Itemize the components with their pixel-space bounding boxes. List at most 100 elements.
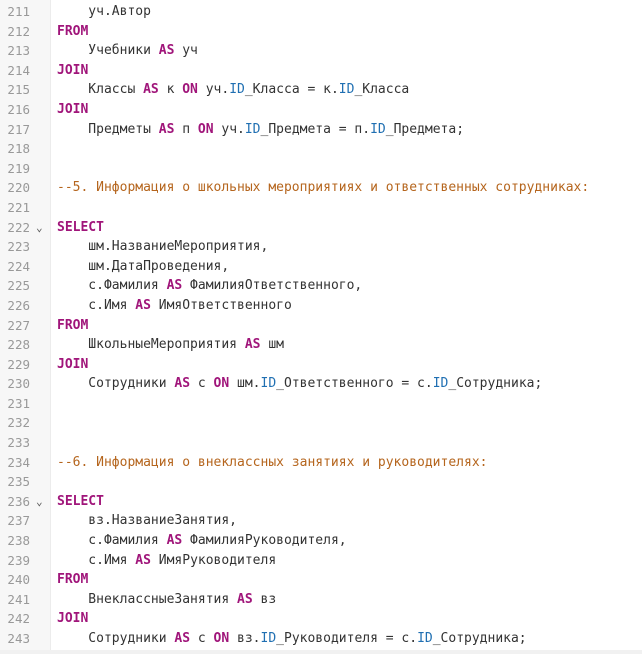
line-number: 233: [7, 435, 30, 451]
code-line[interactable]: 220--5. Информация о школьных мероприяти…: [0, 178, 642, 198]
line-number: 239: [7, 552, 30, 568]
sql-comment: --5. Информация о школьных мероприятиях …: [57, 180, 590, 196]
sql-text: уч.Автор: [57, 4, 151, 19]
sql-keyword: JOIN: [57, 356, 89, 372]
sql-keyword: AS: [166, 278, 183, 294]
sql-keyword: ON: [197, 121, 214, 137]
code-line[interactable]: 215 Классы AS к ON уч.ID_Класса = к.ID_К…: [0, 80, 642, 100]
line-number: 212: [7, 23, 30, 39]
sql-text: _Класса: [354, 82, 410, 98]
sql-text: уч.: [197, 82, 230, 98]
sql-text: шм.: [229, 376, 261, 392]
code-line[interactable]: 237 вз.НазваниеЗанятия,: [0, 511, 642, 531]
code-line[interactable]: 227 FROM: [0, 316, 642, 336]
sql-text: шм.НазваниеМероприятия,: [57, 239, 269, 255]
sql-text: с.Фамилия: [57, 533, 167, 549]
line-number: 219: [7, 160, 30, 176]
line-number: 227: [7, 317, 30, 333]
code-line[interactable]: 219: [0, 159, 642, 179]
code-text: Сотрудники AS с ON вз.ID_Руководителя = …: [57, 629, 526, 649]
line-number: 242: [7, 611, 30, 627]
code-line[interactable]: 232: [0, 413, 642, 433]
sql-text: уч: [174, 43, 198, 59]
code-text: FROM: [57, 570, 88, 590]
sql-keyword: AS: [166, 533, 183, 549]
code-line[interactable]: 218: [0, 139, 642, 159]
code-text: ВнеклассныеЗанятия AS вз: [57, 590, 276, 610]
code-line[interactable]: 223 шм.НазваниеМероприятия,: [0, 237, 642, 257]
horizontal-scrollbar[interactable]: [0, 650, 642, 654]
code-line[interactable]: 239 с.Имя AS ИмяРуководителя: [0, 551, 642, 571]
fold-chevron-icon[interactable]: ⌄: [36, 494, 43, 508]
code-line[interactable]: 241 ВнеклассныеЗанятия AS вз: [0, 590, 642, 610]
sql-text: Сотрудники: [57, 631, 175, 646]
sql-text: с.Имя: [57, 552, 136, 568]
code-line[interactable]: 216 JOIN: [0, 100, 642, 120]
code-line[interactable]: 225 с.Фамилия AS ФамилияОтветственного,: [0, 276, 642, 296]
line-number: 217: [7, 121, 30, 137]
sql-text: п: [174, 121, 198, 137]
sql-keyword: FROM: [57, 317, 89, 333]
code-line[interactable]: 211 уч.Автор: [0, 2, 642, 22]
line-number: 236: [7, 493, 30, 509]
sql-text: вз.НазваниеЗанятия,: [57, 513, 238, 529]
line-number: 235: [7, 474, 30, 490]
sql-text: ИмяОтветственного: [150, 297, 292, 313]
sql-text: с.Имя: [57, 297, 136, 313]
code-line[interactable]: 212 FROM: [0, 22, 642, 42]
sql-identifier: ID: [338, 82, 355, 98]
sql-text: _Сотрудника;: [448, 376, 543, 392]
code-line[interactable]: 230 Сотрудники AS с ON шм.ID_Ответственн…: [0, 374, 642, 394]
line-number: 232: [7, 415, 30, 431]
code-line[interactable]: 231: [0, 394, 642, 414]
code-line[interactable]: 224 шм.ДатаПроведения,: [0, 257, 642, 277]
fold-chevron-icon[interactable]: ⌄: [36, 220, 43, 234]
line-number: 213: [7, 43, 30, 59]
line-number: 241: [7, 591, 30, 607]
code-text: JOIN: [57, 609, 88, 629]
sql-keyword: JOIN: [57, 101, 89, 117]
sql-text: Сотрудники: [57, 376, 175, 392]
code-line[interactable]: 234--6. Информация о внеклассных занятия…: [0, 453, 642, 473]
sql-identifier: ID: [432, 376, 449, 392]
sql-identifier: ID: [417, 631, 433, 646]
line-number: 228: [7, 337, 30, 353]
code-text: --5. Информация о школьных мероприятиях …: [57, 178, 589, 198]
code-line[interactable]: 242 JOIN: [0, 609, 642, 629]
code-line[interactable]: 235: [0, 472, 642, 492]
code-line[interactable]: 222⌄SELECT: [0, 218, 642, 238]
code-line[interactable]: 221: [0, 198, 642, 218]
code-text: FROM: [57, 316, 88, 336]
code-line[interactable]: 233: [0, 433, 642, 453]
code-line[interactable]: 236⌄SELECT: [0, 492, 642, 512]
sql-keyword: AS: [174, 376, 191, 392]
code-text: FROM: [57, 22, 88, 42]
code-line[interactable]: 243 Сотрудники AS с ON вз.ID_Руководител…: [0, 629, 642, 649]
code-text: Классы AS к ON уч.ID_Класса = к.ID_Класс…: [57, 80, 409, 100]
code-line[interactable]: 226 с.Имя AS ИмяОтветственного: [0, 296, 642, 316]
code-line[interactable]: 217 Предметы AS п ON уч.ID_Предмета = п.…: [0, 120, 642, 140]
sql-text: ШкольныеМероприятия: [57, 337, 245, 353]
line-number: 225: [7, 278, 30, 294]
sql-text: вз: [252, 591, 277, 607]
code-text: уч.Автор: [57, 2, 151, 22]
code-text: с.Фамилия AS ФамилияОтветственного,: [57, 276, 362, 296]
code-text: Сотрудники AS с ON шм.ID_Ответственного …: [57, 374, 542, 394]
code-line[interactable]: 238 с.Фамилия AS ФамилияРуководителя,: [0, 531, 642, 551]
code-line[interactable]: 240 FROM: [0, 570, 642, 590]
sql-keyword: FROM: [57, 572, 89, 588]
line-number: 223: [7, 239, 30, 255]
line-number: 224: [7, 258, 30, 274]
code-line[interactable]: 213 Учебники AS уч: [0, 41, 642, 61]
line-number: 216: [7, 101, 30, 117]
line-number: 231: [7, 395, 30, 411]
code-line[interactable]: 228 ШкольныеМероприятия AS шм: [0, 335, 642, 355]
code-text: Учебники AS уч: [57, 41, 198, 61]
sql-text: вз.: [229, 631, 261, 646]
sql-text: _Ответственного = с.: [276, 376, 433, 392]
line-number: 240: [7, 572, 30, 588]
sql-keyword: AS: [237, 591, 253, 607]
